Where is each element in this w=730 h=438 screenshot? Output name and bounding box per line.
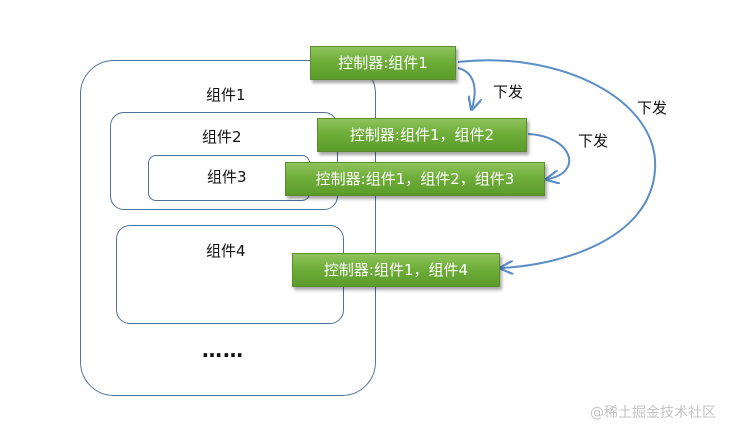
arrow-ctrl12-to-ctrl123: [527, 133, 571, 179]
arrow-ctrl1-to-ctrl12: [457, 67, 475, 108]
component-1-box: [80, 60, 376, 396]
dispatch-label-1: 下发: [493, 83, 524, 101]
component-4-label: 组件4: [206, 242, 246, 260]
controller-component1-2-3: 控制器:组件1，组件2，组件3: [285, 162, 545, 196]
arrow-ctrl1-to-ctrl14: [457, 59, 657, 268]
component-1-label: 组件1: [206, 86, 246, 104]
component-3-label: 组件3: [207, 168, 247, 186]
watermark-text: @稀土掘金技术社区: [590, 405, 716, 421]
controller-component1-2: 控制器:组件1，组件2: [317, 118, 527, 152]
component-2-label: 组件2: [202, 128, 242, 146]
component-2-box: [110, 112, 338, 210]
controller-component1-4: 控制器:组件1，组件4: [292, 253, 500, 287]
controller-component1: 控制器:组件1: [310, 46, 456, 80]
dispatch-label-3: 下发: [637, 99, 668, 117]
ellipsis-dots: ……: [202, 338, 244, 362]
dispatch-label-2: 下发: [578, 132, 609, 150]
